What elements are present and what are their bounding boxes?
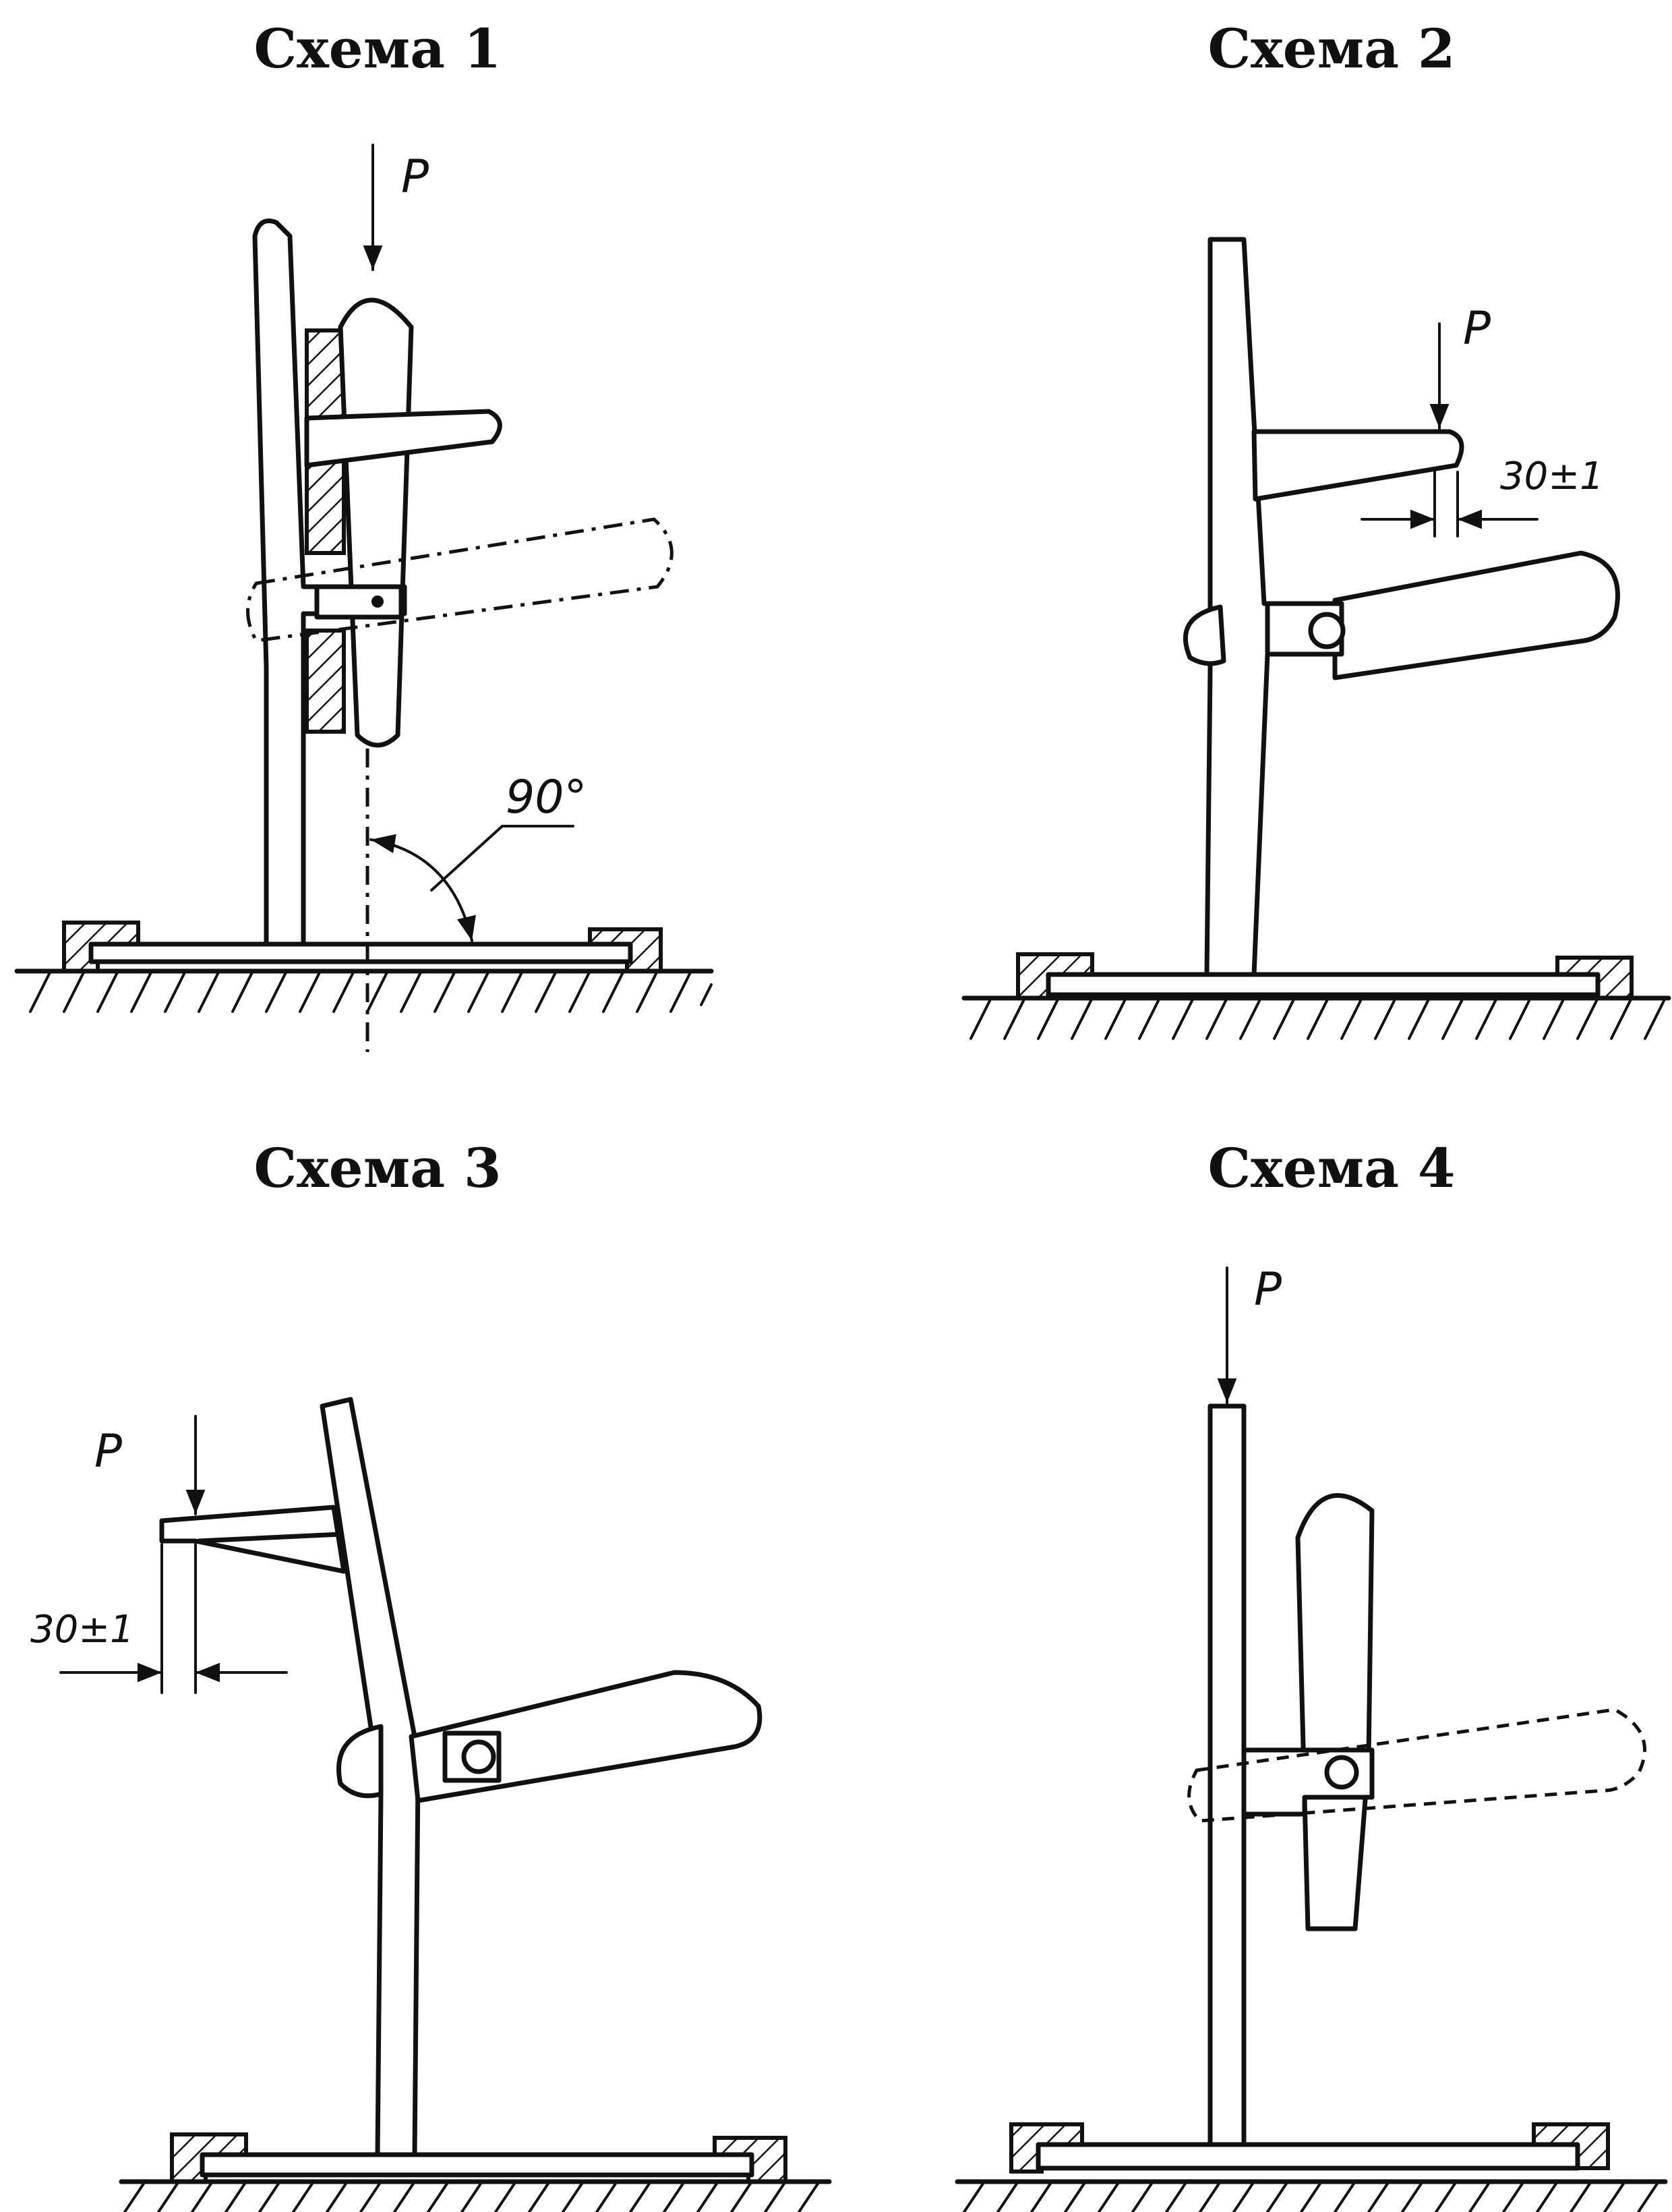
scheme-2: Схема 2 P 30±1 (961, 17, 1671, 1040)
scheme-4-seat-vertical (1295, 1493, 1375, 1931)
scheme-4-ground (955, 2179, 1668, 2212)
scheme-1-base (88, 941, 633, 964)
scheme-1-angle-leader (430, 825, 504, 892)
scheme-2-back-cushion (1183, 604, 1226, 666)
scheme-4-upright (1207, 1403, 1247, 2147)
scheme-1-hinge-pin (371, 595, 384, 608)
scheme-2-ground (961, 995, 1671, 1040)
scheme-4-load-label: P (1254, 1263, 1282, 1316)
scheme-4-seat-lowered (1187, 1708, 1646, 1823)
scheme-1-seat-vertical (338, 297, 414, 748)
scheme-2-armrest (1251, 429, 1464, 502)
scheme-2-hinge-pin (1308, 612, 1346, 649)
scheme-1-hinge-block (314, 584, 404, 620)
scheme-3-ground (119, 2179, 832, 2212)
scheme-1-frame (252, 219, 407, 947)
scheme-2-title: Схема 2 (1207, 17, 1455, 80)
scheme-2-dim-label: 30±1 (1500, 455, 1604, 498)
scheme-3-armrest-brace (196, 1532, 343, 1544)
scheme-3-title: Схема 3 (253, 1136, 501, 1200)
scheme-4-title: Схема 4 (1207, 1136, 1455, 1200)
scheme-2-seat (1332, 550, 1620, 680)
scheme-3-load-label: P (94, 1425, 122, 1478)
scheme-4-base (1036, 2142, 1580, 2171)
scheme-3-dim-label: 30±1 (30, 1608, 134, 1652)
scheme-1-lower-pad (305, 629, 346, 734)
scheme-1: Схема 1 P 90° (14, 17, 714, 1052)
scheme-1-ground (14, 968, 714, 1013)
scheme-3-hinge-pin (461, 1739, 496, 1774)
scheme-1-load-label: P (401, 150, 429, 204)
scheme-1-title: Схема 1 (253, 17, 501, 80)
scheme-3: Схема 3 P 30±1 (30, 1136, 832, 2212)
scheme-3-back-cushion (336, 1724, 384, 1799)
scheme-4-hinge-pin (1324, 1755, 1359, 1790)
scheme-4: Схема 4 P (955, 1136, 1668, 2212)
scheme-1-angle-arc (369, 834, 476, 942)
scheme-1-armrest (304, 409, 502, 468)
scheme-1-seat-lowered (246, 517, 674, 643)
scheme-2-load-label: P (1463, 302, 1491, 355)
scheme-3-base (200, 2152, 754, 2178)
scheme-1-angle-label: 90° (506, 771, 587, 824)
scheme-2-base (1046, 972, 1601, 997)
